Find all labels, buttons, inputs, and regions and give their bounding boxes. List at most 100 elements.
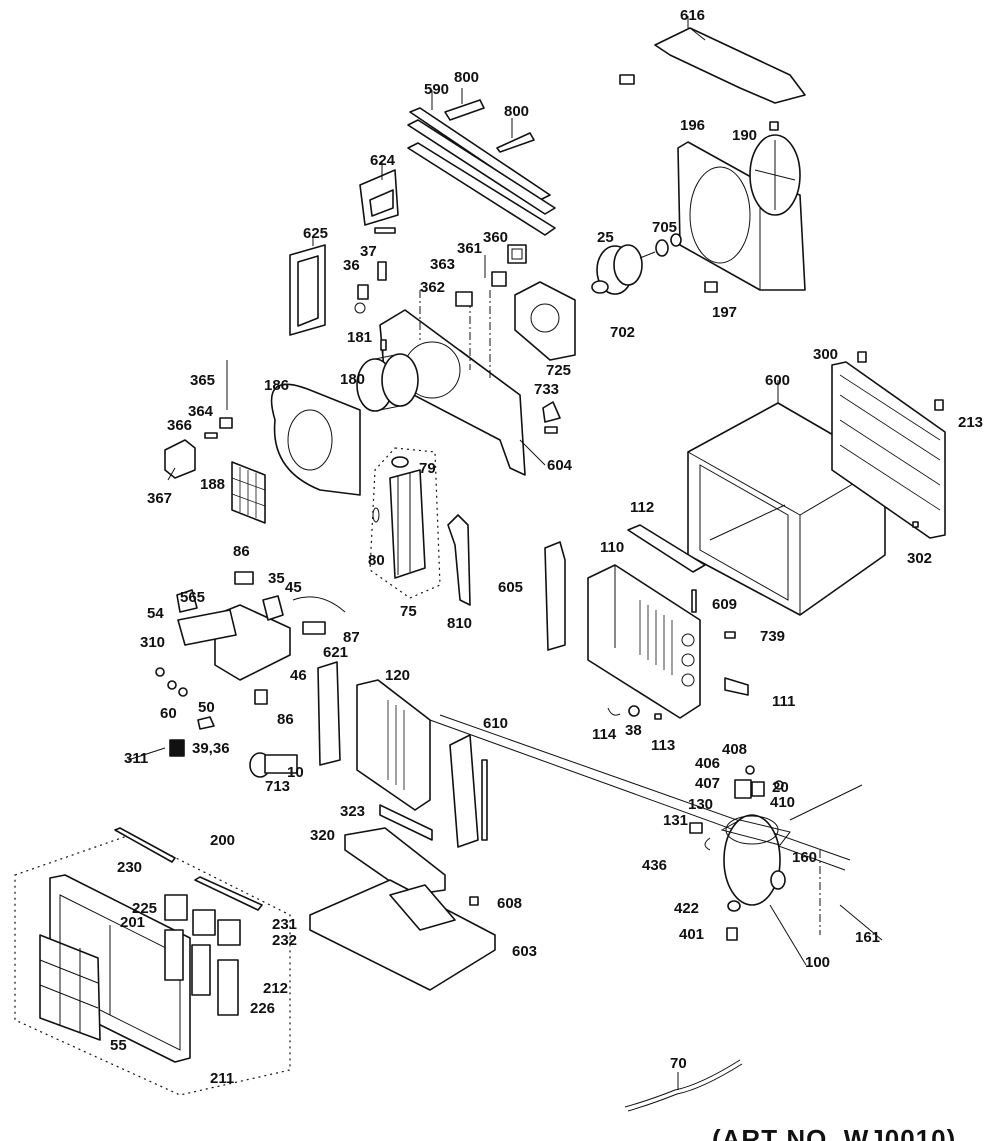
callout-111: 111 — [772, 693, 795, 710]
callout-79: 79 — [419, 460, 436, 477]
callout-436: 436 — [642, 857, 667, 874]
part-70-power-cord — [624, 1059, 743, 1112]
callout-181: 181 — [347, 329, 372, 346]
part-186-blower-scroll — [270, 383, 361, 496]
part-300-rear-grille — [831, 351, 946, 539]
callout-725: 725 — [546, 362, 571, 379]
callout-25: 25 — [597, 229, 614, 246]
callout-86: 86 — [233, 543, 250, 560]
callout-188: 188 — [200, 476, 225, 493]
callout-37: 37 — [360, 243, 377, 260]
callout-733: 733 — [534, 381, 559, 398]
callout-200: 200 — [210, 832, 235, 849]
callout-800: 800 — [454, 69, 479, 86]
part-180-blower-wheel — [356, 339, 419, 412]
part-196-fan-shroud — [677, 141, 806, 291]
callout-616: 616 — [680, 7, 705, 24]
callout-100: 100 — [805, 954, 830, 971]
part-100-compressor — [689, 765, 863, 941]
part-condenser-small-parts — [607, 631, 749, 720]
callout-320: 320 — [310, 827, 335, 844]
callout-310: 310 — [140, 634, 165, 651]
callout-110: 110 — [600, 539, 624, 556]
part-thermostat-bulb-parts — [164, 360, 233, 479]
callout-232: 232 — [272, 932, 297, 949]
callout-323: 323 — [340, 803, 365, 820]
part-624-duct — [359, 162, 399, 234]
part-200-front-panel-assembly — [14, 827, 291, 1096]
callout-10: 10 — [287, 764, 304, 781]
callout-362: 362 — [420, 279, 445, 296]
callout-225: 225 — [132, 900, 157, 917]
callout-45: 45 — [285, 579, 302, 596]
callout-87: 87 — [343, 629, 360, 646]
art-number-caption: (ART NO. WJ0010) — [712, 1124, 957, 1141]
callout-86: 86 — [277, 711, 294, 728]
callout-211: 211 — [210, 1070, 234, 1087]
callout-565: 565 — [180, 589, 205, 606]
callout-201: 201 — [120, 914, 145, 931]
callout-80: 80 — [368, 552, 385, 569]
part-810-bracket — [447, 514, 471, 606]
callout-230: 230 — [117, 859, 142, 876]
callout-621: 621 — [323, 644, 348, 661]
part-75-heater — [369, 447, 441, 599]
callout-131: 131 — [663, 812, 688, 829]
callout-186: 186 — [264, 377, 289, 394]
callout-212: 212 — [263, 980, 288, 997]
callout-114: 114 — [592, 726, 617, 743]
callout-70: 70 — [670, 1055, 687, 1072]
callout-739: 739 — [760, 628, 785, 645]
part-733-bracket — [542, 401, 561, 434]
callout-810: 810 — [447, 615, 472, 632]
callout-604: 604 — [547, 457, 573, 474]
callout-35: 35 — [268, 570, 285, 587]
callout-50: 50 — [198, 699, 215, 716]
callout-197: 197 — [712, 304, 737, 321]
callout-590: 590 — [424, 81, 449, 98]
callout-311: 311 — [124, 750, 148, 767]
callout-54: 54 — [147, 605, 164, 622]
callout-360: 360 — [483, 229, 508, 246]
callout-113: 113 — [651, 737, 675, 754]
callout-364: 364 — [188, 403, 214, 420]
part-625-frame — [289, 236, 326, 336]
part-603-base-pan — [309, 879, 496, 991]
part-725-motor-bracket — [514, 281, 576, 361]
callout-46: 46 — [290, 667, 307, 684]
callout-302: 302 — [907, 550, 932, 567]
callout-labels: 616 590 800 800 196 190 624 625 37 36 36… — [110, 7, 983, 1087]
callout-36: 36 — [343, 257, 360, 274]
callout-112: 112 — [630, 499, 654, 516]
part-110-condenser-coil — [587, 524, 706, 719]
callout-38: 38 — [625, 722, 642, 739]
part-610-bracket — [449, 734, 488, 848]
part-565-control-box — [155, 571, 346, 778]
part-switch-parts — [354, 244, 527, 314]
part-190-fan-blade — [749, 121, 801, 216]
callout-702: 702 — [610, 324, 635, 341]
callout-366: 366 — [167, 417, 192, 434]
callout-624: 624 — [370, 152, 396, 169]
callout-625: 625 — [303, 225, 328, 242]
callout-363: 363 — [430, 256, 455, 273]
callout-605: 605 — [498, 579, 523, 596]
part-616-top-cover — [619, 16, 806, 104]
callout-161: 161 — [855, 929, 880, 946]
callout-608: 608 — [497, 895, 522, 912]
callout-180: 180 — [340, 371, 365, 388]
callout-361: 361 — [457, 240, 482, 257]
callout-800: 800 — [504, 103, 529, 120]
callout-39-36: 39,36 — [192, 740, 230, 757]
callout-365: 365 — [190, 372, 215, 389]
part-320-drain-pan — [344, 804, 446, 896]
leader-lines — [127, 467, 883, 966]
callout-55: 55 — [110, 1037, 127, 1054]
callout-410: 410 — [770, 794, 795, 811]
callout-300: 300 — [813, 346, 838, 363]
callout-600: 600 — [765, 372, 790, 389]
part-188-screen — [231, 461, 266, 524]
part-605-bracket — [544, 541, 566, 651]
callout-160: 160 — [792, 849, 817, 866]
